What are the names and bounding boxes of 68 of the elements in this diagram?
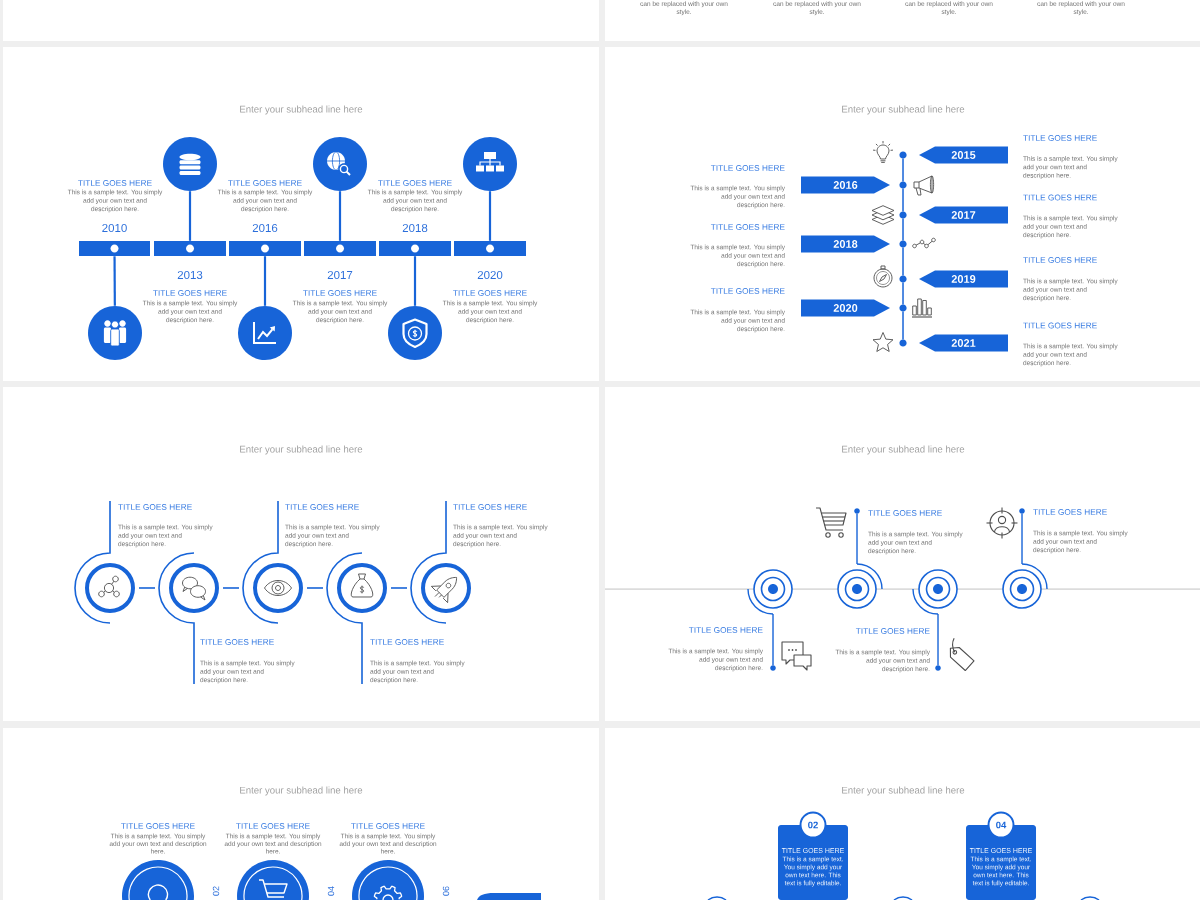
year-label: 2018 (402, 223, 428, 233)
title-text: TITLE GOES HERE (453, 504, 527, 510)
title-text: TITLE GOES HERE (688, 627, 763, 633)
title-text: TITLE GOES HERE (868, 510, 942, 516)
circle-outline (893, 896, 913, 900)
connector-line (488, 191, 492, 241)
target-circle (837, 563, 883, 609)
subhead-text: Enter your subhead line here (240, 445, 363, 455)
title-text: TITLE GOES HERE (453, 290, 527, 296)
year-label: 2010 (102, 223, 127, 233)
connector-line (138, 587, 156, 589)
connector-line (856, 513, 858, 565)
connector-line (902, 187, 904, 213)
title-text: TITLE GOES HERE (710, 224, 785, 230)
connector-line (188, 191, 192, 241)
target-circle (747, 569, 793, 615)
title-text: TITLE GOES HERE (78, 180, 152, 186)
connector-line (390, 587, 408, 589)
title-text: TITLE GOES HERE (285, 504, 359, 510)
title-text: TITLE GOES HERE (303, 290, 377, 296)
title-text: TITLE GOES HERE (1033, 509, 1107, 515)
title-text: TITLE GOES HERE (710, 288, 785, 294)
connector-line (902, 217, 904, 242)
subhead-text: Enter your subhead line here (240, 786, 363, 796)
subhead-text: Enter your subhead line here (842, 786, 965, 796)
title-text: TITLE GOES HERE (1023, 322, 1097, 329)
year-label: 2016 (252, 223, 278, 233)
connector-line (113, 256, 116, 306)
step-number: 02 (212, 886, 220, 896)
connector-line (902, 157, 904, 183)
title-text: TITLE GOES HERE (378, 180, 452, 186)
connector-line (222, 587, 240, 589)
connector-line (338, 191, 342, 241)
target-circle (1002, 563, 1048, 609)
subhead-text: Enter your subhead line here (240, 105, 363, 115)
title-text: TITLE GOES HERE (153, 290, 227, 296)
title-text: TITLE GOES HERE (370, 639, 444, 645)
title-text: TITLE GOES HERE (351, 823, 425, 829)
target-circle (912, 569, 958, 615)
step-number: 06 (442, 886, 450, 896)
title-text: TITLE GOES HERE (1023, 135, 1097, 141)
subhead-text: Enter your subhead line here (842, 105, 965, 115)
connector-line (1021, 513, 1023, 565)
year-label: 2013 (177, 270, 203, 280)
tab-shape (477, 893, 541, 900)
connector-line (263, 256, 267, 306)
connector-line (902, 246, 904, 277)
title-text: TITLE GOES HERE (118, 504, 192, 510)
title-text: TITLE GOES HERE (1023, 257, 1097, 263)
connector-line (902, 281, 904, 306)
subhead-text: Enter your subhead line here (842, 445, 965, 455)
connector-line (937, 613, 939, 666)
connector-line (413, 256, 417, 306)
title-text: TITLE GOES HERE (1023, 194, 1097, 201)
year-label: 2017 (327, 270, 353, 280)
title-text: TITLE GOES HERE (228, 180, 302, 186)
year-label: 2020 (477, 270, 503, 280)
circle-outline (1080, 896, 1100, 900)
title-text: TITLE GOES HERE (236, 823, 310, 829)
title-text: TITLE GOES HERE (200, 639, 274, 645)
step-number: 04 (327, 886, 335, 896)
circle-outline (707, 896, 727, 900)
connector-line (772, 613, 774, 666)
connector-line (306, 587, 324, 589)
connector-line (902, 310, 904, 341)
title-text: TITLE GOES HERE (855, 628, 930, 634)
title-text: TITLE GOES HERE (710, 165, 785, 171)
title-text: TITLE GOES HERE (121, 823, 195, 829)
